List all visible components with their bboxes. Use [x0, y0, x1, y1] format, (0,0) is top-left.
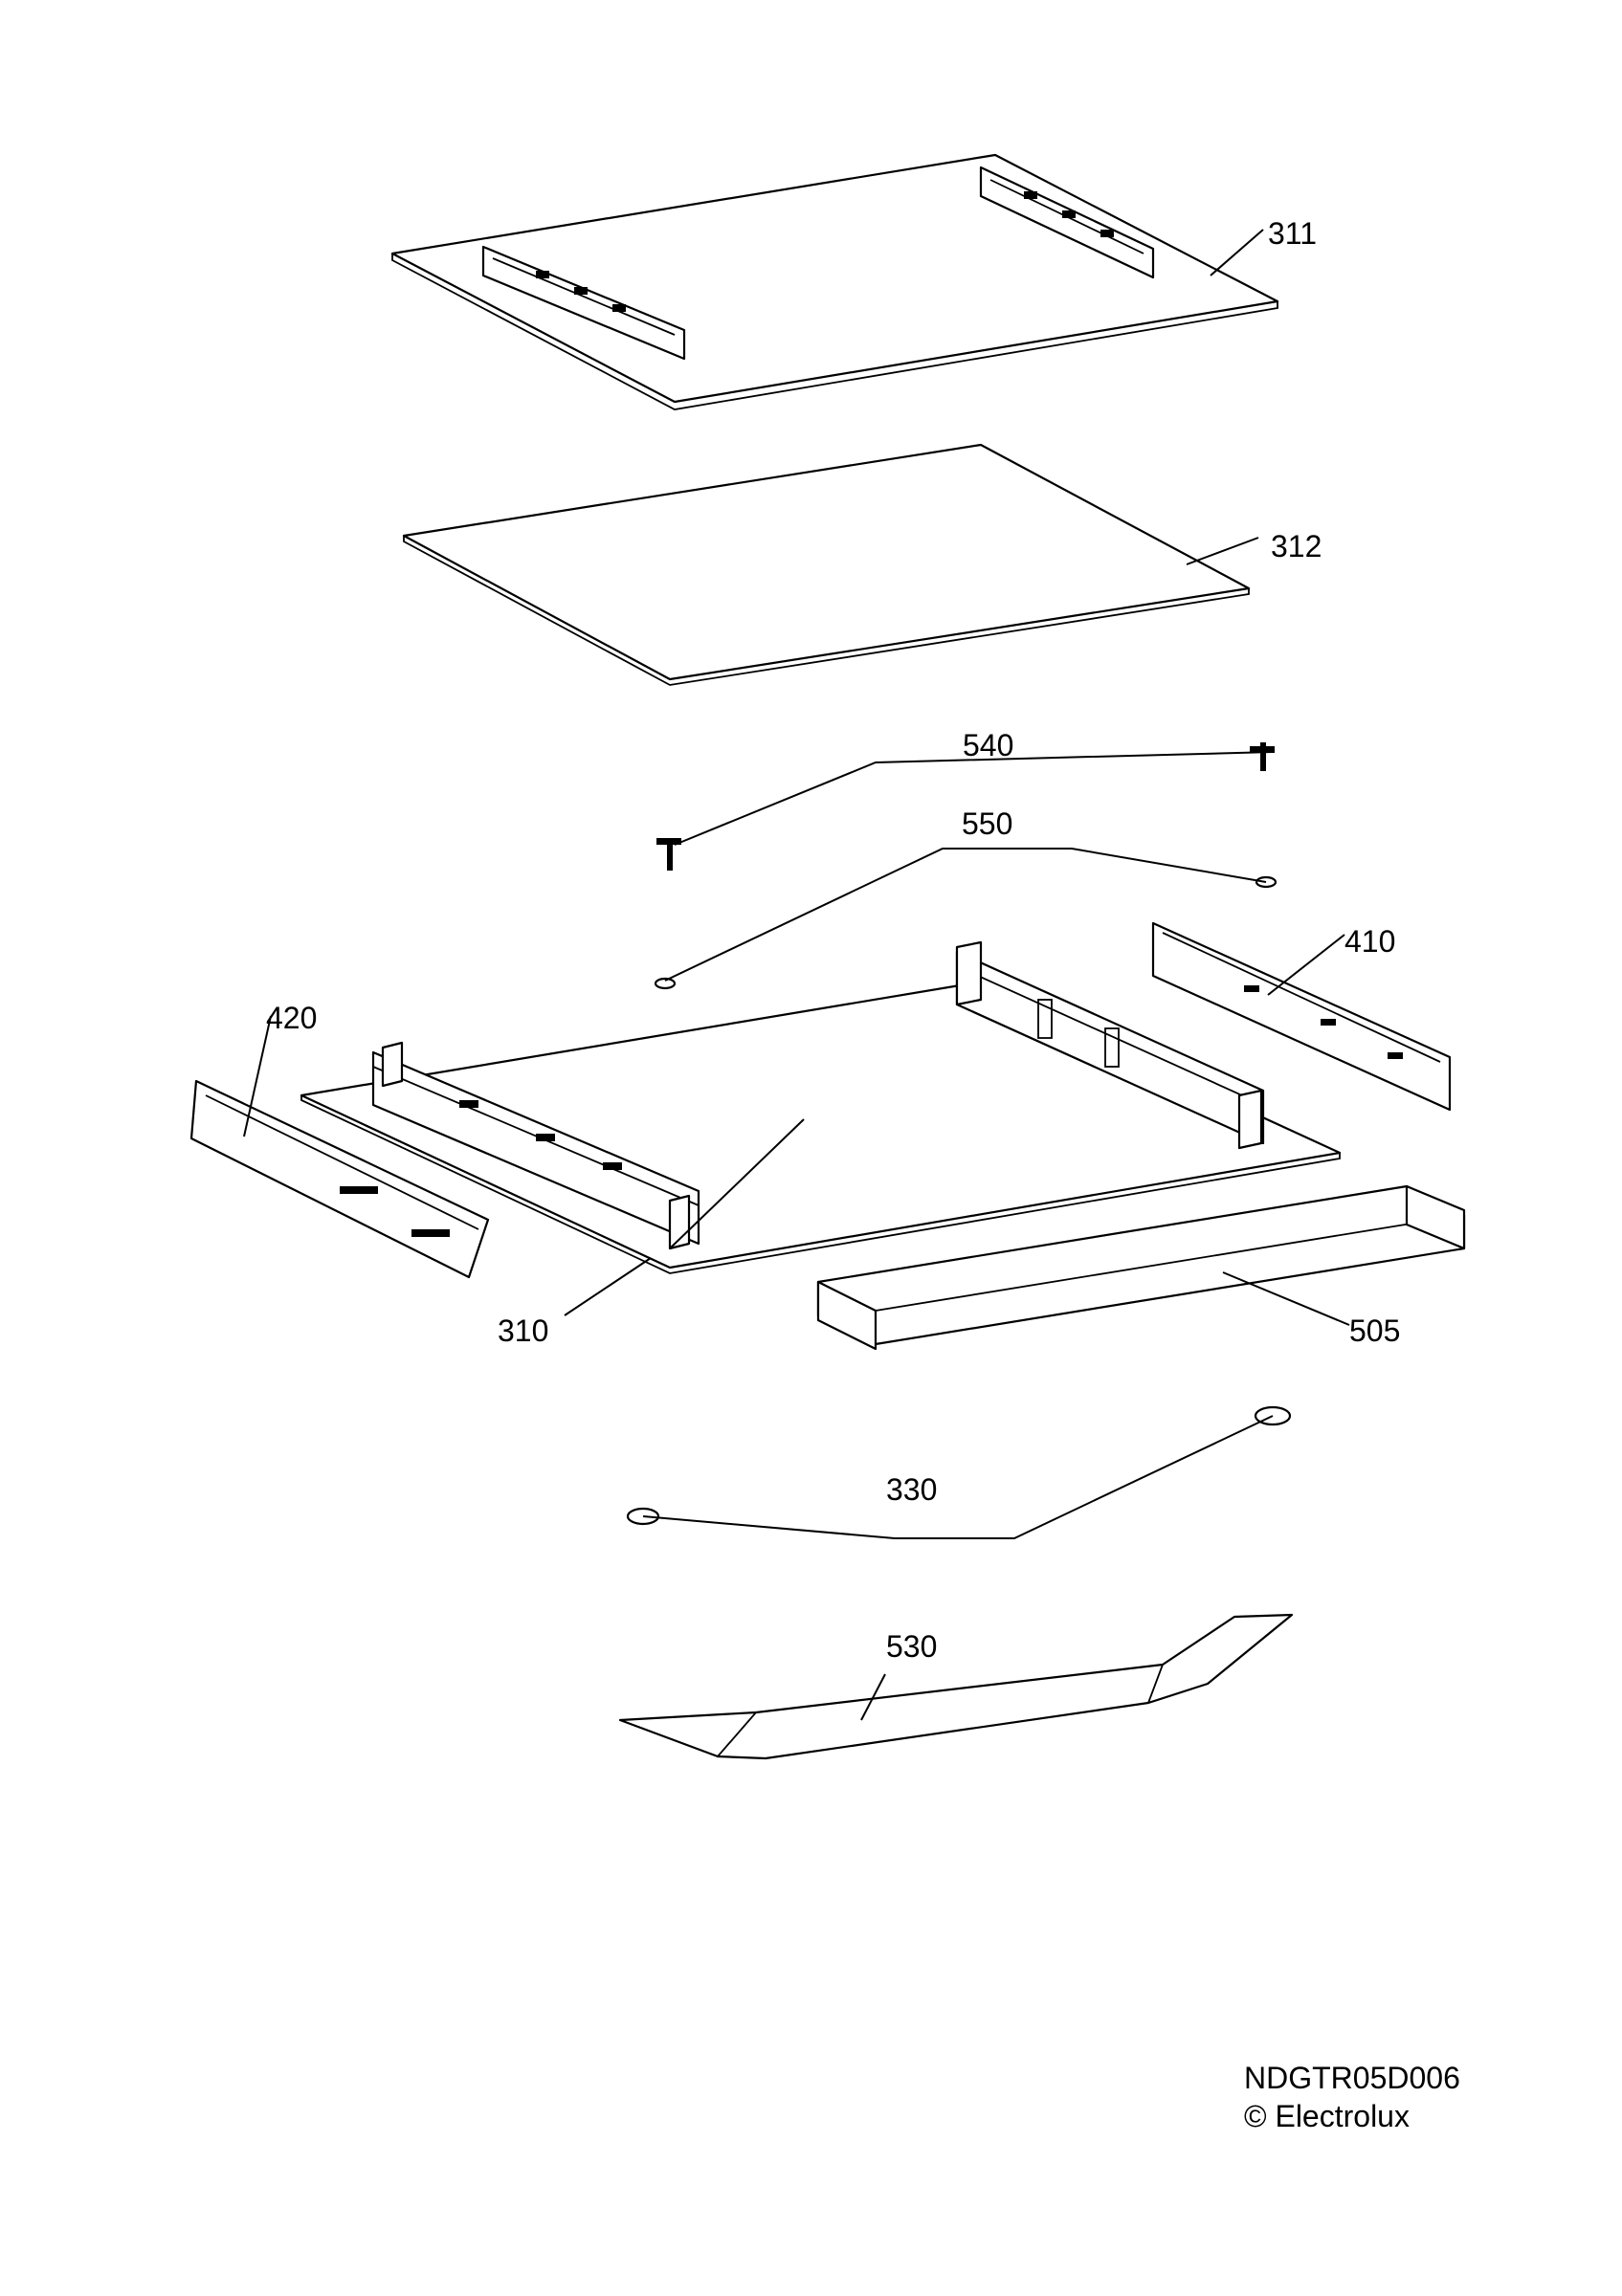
label-410: 410	[1344, 924, 1395, 959]
label-330: 330	[886, 1472, 937, 1507]
copyright-text: © Electrolux	[1244, 2099, 1410, 2133]
diagram-footer: NDGTR05D006 © Electrolux	[1244, 2059, 1460, 2135]
leader-lines	[243, 229, 1350, 1721]
label-530: 530	[886, 1629, 937, 1664]
part-505-front-bar	[816, 1184, 1466, 1351]
part-410-right-strip	[1151, 921, 1452, 1112]
part-312-glass-plate	[402, 443, 1251, 686]
label-505: 505	[1349, 1314, 1400, 1348]
diagram-code: NDGTR05D006	[1244, 2061, 1460, 2095]
part-550-clips	[654, 875, 1278, 990]
part-310-bottom-panel	[300, 940, 1342, 1274]
label-312: 312	[1271, 529, 1322, 563]
label-420: 420	[266, 1001, 317, 1035]
part-530-handle	[618, 1613, 1294, 1760]
label-311: 311	[1268, 216, 1317, 251]
part-540-screws	[656, 742, 1275, 871]
part-labels: 311 312 540 550 410 420 310 505 330 530	[266, 216, 1400, 1664]
part-420-left-strip	[189, 1079, 490, 1279]
label-540: 540	[963, 728, 1013, 762]
part-311-top-panel	[390, 153, 1279, 410]
part-330-fittings	[626, 1405, 1292, 1526]
label-550: 550	[962, 806, 1012, 841]
label-310: 310	[498, 1314, 548, 1348]
